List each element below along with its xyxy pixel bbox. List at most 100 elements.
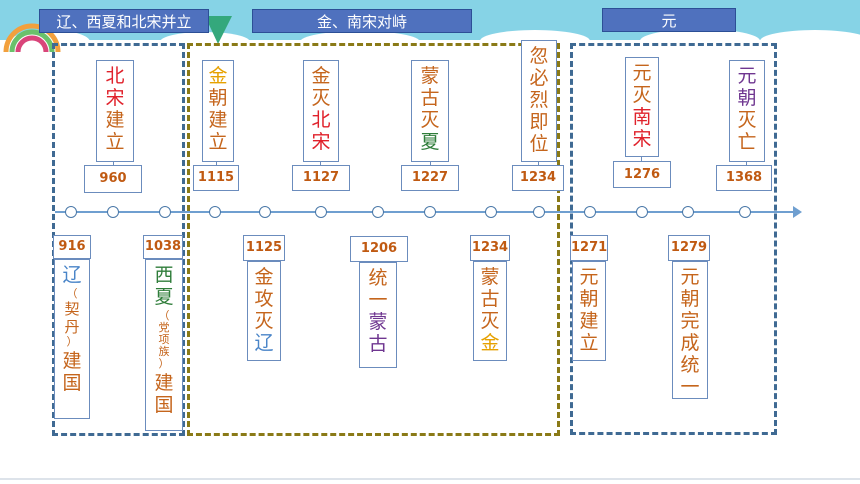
period-header-liao-xixia-song: 辽、西夏和北宋并立 <box>39 9 209 33</box>
timeline-node <box>372 206 384 218</box>
year-label: 1368 <box>716 165 772 191</box>
event-char: 成 <box>680 332 700 354</box>
timeline-node <box>485 206 497 218</box>
event-char: 辽 <box>62 264 82 286</box>
event-card-mongols-destroy-xixia: 蒙 古 灭 夏 <box>411 60 449 162</box>
event-char: 元 <box>737 65 757 87</box>
event-char: 朝 <box>579 288 599 310</box>
event-card-xixia-founded: 西 夏 （ 党 项 族 ） 建 国 <box>145 259 183 431</box>
event-char: 蒙 <box>480 266 500 288</box>
connector-line <box>746 162 747 166</box>
event-char: 元 <box>632 62 652 84</box>
event-char: 一 <box>680 376 700 398</box>
note-char: 党 <box>158 321 170 334</box>
year-label: 1206 <box>350 236 408 262</box>
event-char: 立 <box>579 332 599 354</box>
event-char: 必 <box>529 67 549 89</box>
note-char: 项 <box>158 333 170 346</box>
year-label: 1234 <box>470 235 510 261</box>
event-char: 国 <box>154 394 174 416</box>
timeline-node <box>159 206 171 218</box>
event-char: 统 <box>680 354 700 376</box>
event-char: 灭 <box>737 109 757 131</box>
year-label: 1115 <box>193 165 239 191</box>
event-char: 完 <box>680 310 700 332</box>
event-char: 宋 <box>632 128 652 150</box>
timeline-node <box>65 206 77 218</box>
event-char: 辽 <box>254 332 274 354</box>
timeline-node <box>636 206 648 218</box>
timeline-node <box>107 206 119 218</box>
event-char: 古 <box>368 333 388 355</box>
event-note: （ 党 项 族 ） <box>159 310 170 370</box>
event-card-mongols-destroy-jin: 蒙 古 灭 金 <box>473 261 507 361</box>
timeline-node <box>739 206 751 218</box>
event-char: 烈 <box>529 89 549 111</box>
note-char: 丹 <box>64 318 80 336</box>
event-char: 即 <box>529 111 549 133</box>
event-char: 宋 <box>105 87 125 109</box>
event-char: 西 <box>154 264 174 286</box>
event-char: 蒙 <box>420 65 440 87</box>
event-char: 古 <box>420 87 440 109</box>
event-char: 灭 <box>311 87 331 109</box>
event-card-yuan-falls: 元 朝 灭 亡 <box>729 60 765 162</box>
event-char: 元 <box>579 266 599 288</box>
timeline-node <box>424 206 436 218</box>
event-char: 蒙 <box>368 311 388 333</box>
cloud-decoration <box>760 30 860 52</box>
event-card-kublai-accession: 忽 必 烈 即 位 <box>521 40 557 162</box>
event-char: 忽 <box>529 45 549 67</box>
event-char: 金 <box>208 65 228 87</box>
event-char: 朝 <box>208 87 228 109</box>
note-char: ） <box>158 357 170 370</box>
period-frame-2 <box>187 43 560 436</box>
event-char: 立 <box>208 131 228 153</box>
event-card-mongol-unification: 统 一 蒙 古 <box>359 262 397 368</box>
event-char: 一 <box>368 289 388 311</box>
event-char: 南 <box>632 106 652 128</box>
event-char: 灭 <box>480 310 500 332</box>
event-char: 建 <box>579 310 599 332</box>
timeline-node <box>315 206 327 218</box>
event-card-jin-founded: 金 朝 建 立 <box>202 60 234 162</box>
event-char: 灭 <box>632 84 652 106</box>
year-label: 1271 <box>570 235 608 261</box>
event-char: 夏 <box>154 286 174 308</box>
year-label: 1127 <box>292 165 350 191</box>
event-char: 金 <box>311 65 331 87</box>
timeline-node <box>533 206 545 218</box>
connector-line <box>216 162 217 166</box>
event-char: 北 <box>105 65 125 87</box>
event-card-northern-song-founded: 北 宋 建 立 <box>96 60 134 162</box>
period-header-jin-southern-song: 金、南宋对峙 <box>252 9 472 33</box>
event-char: 统 <box>368 267 388 289</box>
event-char: 朝 <box>680 288 700 310</box>
timeline-node <box>209 206 221 218</box>
note-char: 族 <box>158 345 170 358</box>
event-card-jin-destroys-liao: 金 攻 灭 辽 <box>247 261 281 361</box>
connector-line <box>538 162 539 166</box>
year-label: 1276 <box>613 161 671 188</box>
period-header-yuan: 元 <box>602 8 736 32</box>
year-label: 1227 <box>401 165 459 191</box>
event-char: 北 <box>311 109 331 131</box>
event-char: 金 <box>254 266 274 288</box>
event-char: 元 <box>680 266 700 288</box>
year-label: 1279 <box>668 235 710 261</box>
note-char: 契 <box>64 300 80 318</box>
year-label: 1234 <box>512 165 564 191</box>
event-card-liao-founded: 辽 （ 契 丹 ） 建 国 <box>54 259 90 419</box>
connector-line <box>113 162 114 166</box>
event-char: 建 <box>105 109 125 131</box>
event-card-jin-destroys-northern-song: 金 灭 北 宋 <box>303 60 339 162</box>
event-char: 建 <box>62 350 82 372</box>
event-char: 古 <box>480 288 500 310</box>
year-label: 960 <box>84 165 142 193</box>
event-note: （ 契 丹 ） <box>64 288 79 348</box>
event-char: 朝 <box>737 87 757 109</box>
event-char: 亡 <box>737 131 757 153</box>
year-label: 916 <box>53 235 91 259</box>
event-char: 灭 <box>420 109 440 131</box>
event-char: 宋 <box>311 131 331 153</box>
